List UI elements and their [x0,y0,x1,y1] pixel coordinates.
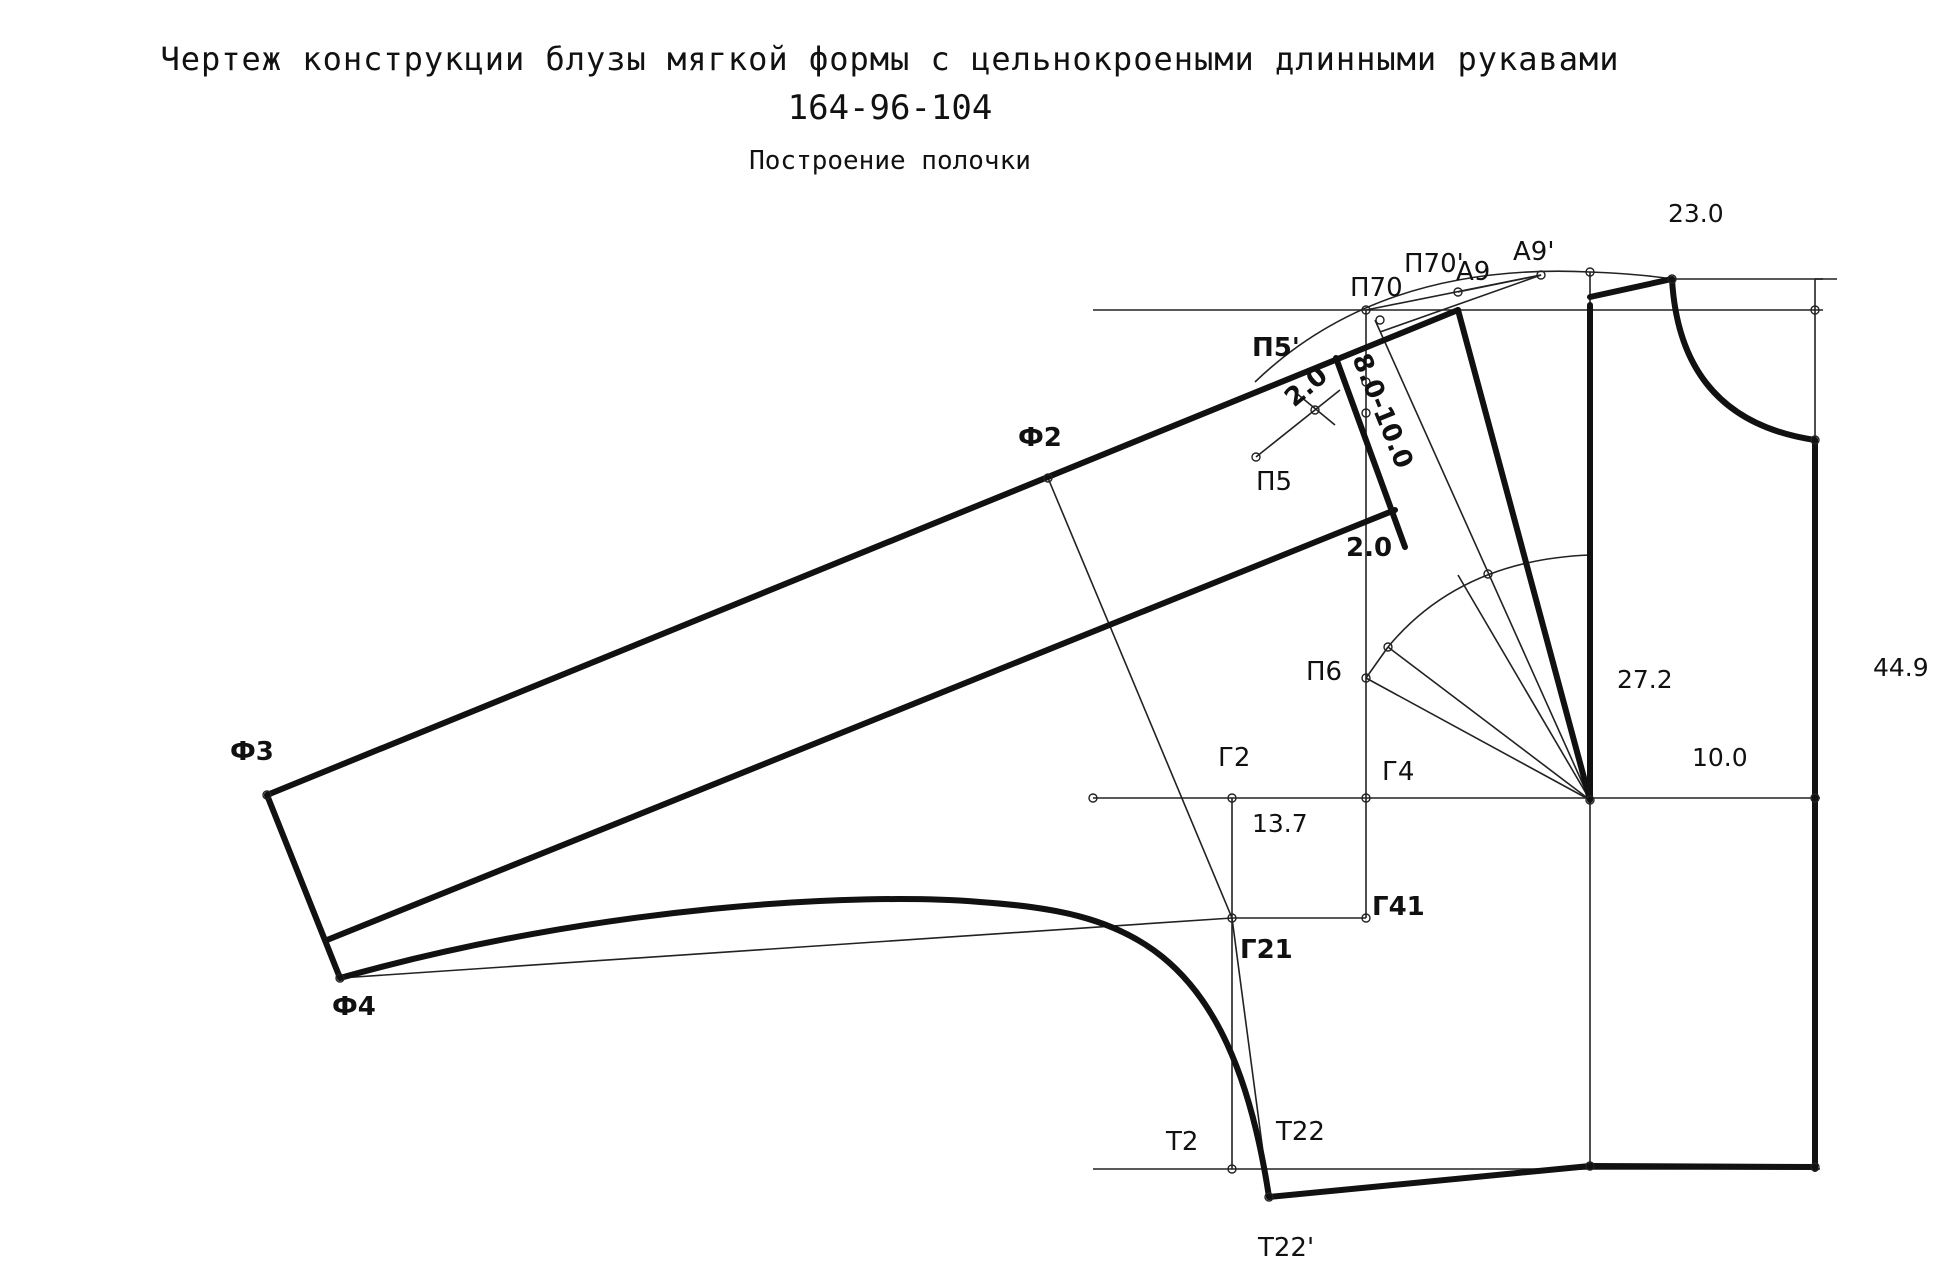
point-marker [1361,408,1371,418]
sleeve-hem [264,792,343,981]
point-marker [1585,795,1595,805]
label-g2: Г2 [1218,743,1250,773]
pattern-outline [264,276,1818,1200]
underarm-chord [339,917,1233,979]
point-marker [1483,569,1493,579]
point-marker [1810,435,1820,445]
point-marker [1310,405,1320,415]
point-marker [1227,1164,1237,1174]
label-f3: Ф3 [230,737,274,767]
drawing-title: Чертеж конструкции блузы мягкой формы с … [160,40,1620,78]
point-marker [1251,452,1261,462]
point-marker [1810,305,1820,315]
dim-27-2: 27.2 [1617,665,1673,694]
p5-tick [1294,391,1336,426]
label-t22-prime: Т22' [1257,1233,1314,1263]
point-marker [1375,315,1385,325]
a9-fan-2 [1379,274,1542,333]
p5-line [1255,389,1341,458]
dim-2-0-dart: 2.0 [1279,361,1334,414]
point-marker [262,790,272,800]
label-a9-prime: А9' [1513,237,1554,267]
point-marker [1453,287,1463,297]
label-p5-prime: П5' [1252,333,1300,363]
label-t22: Т22 [1275,1117,1325,1147]
sleeve-lower-edge [324,507,1398,943]
underarm-curve [337,896,1272,1200]
point-marker [1585,267,1595,277]
radial-p6 [1365,677,1591,801]
point-marker [1088,793,1098,803]
dim-44-9: 44.9 [1873,653,1929,682]
dim-23-0: 23.0 [1668,199,1724,228]
point-marker [1361,673,1371,683]
armhole-arc [1387,554,1591,648]
size-code: 164-96-104 [787,88,993,128]
label-g21: Г21 [1240,935,1293,965]
label-g41: Г41 [1372,892,1425,922]
label-p6: П6 [1306,657,1342,687]
label-g4: Г4 [1382,757,1414,787]
dim-2-0-lower: 2.0 [1346,533,1392,563]
hem-line [1266,1163,1818,1200]
point-marker [1361,377,1371,387]
dim-10-0: 10.0 [1692,743,1748,772]
a9-fan-3 [1457,274,1542,293]
dim-13-7: 13.7 [1252,809,1308,838]
sleeve-center-line [1047,477,1233,919]
construction-lines [339,270,1837,1198]
point-marker [1383,642,1393,652]
point-marker [335,973,345,983]
dart-leg [1333,355,1408,550]
radial-arc-start [1387,646,1591,801]
point-marker [1043,473,1053,483]
point-marker [1361,305,1371,315]
point-marker [1264,1192,1274,1202]
shoulder-seam [1455,307,1593,803]
label-p70-prime: П70' [1404,249,1464,279]
point-marker [1536,270,1546,280]
label-p70: П70 [1350,273,1403,303]
sleeve-upper-edge [264,307,1461,798]
point-markers [262,267,1820,1202]
point-marker [1227,793,1237,803]
point-marker [1810,1162,1820,1172]
shoulder-arc [1254,270,1673,383]
drawing-subtitle: Построение полочки [749,146,1031,176]
radial-mid [1457,574,1591,801]
neck-edge [1587,276,1675,300]
point-labels: П70' А9 А9' П70 П5' П5 Ф2 Ф3 Ф4 П6 Г2 Г4… [230,237,1554,1263]
point-marker [1585,1161,1595,1171]
neckline-curve [1669,276,1818,443]
point-marker [1361,913,1371,923]
shoulder-slope-line [1374,319,1591,801]
point-marker [1227,913,1237,923]
label-t2: Т2 [1165,1127,1198,1157]
point-marker [1361,793,1371,803]
label-p5: П5 [1256,467,1292,497]
label-f4: Ф4 [332,992,376,1022]
label-a9: А9 [1456,257,1490,287]
point-marker [1810,793,1820,803]
label-f2: Ф2 [1018,423,1062,453]
point-marker [1667,274,1677,284]
p6-tick [1365,646,1389,679]
